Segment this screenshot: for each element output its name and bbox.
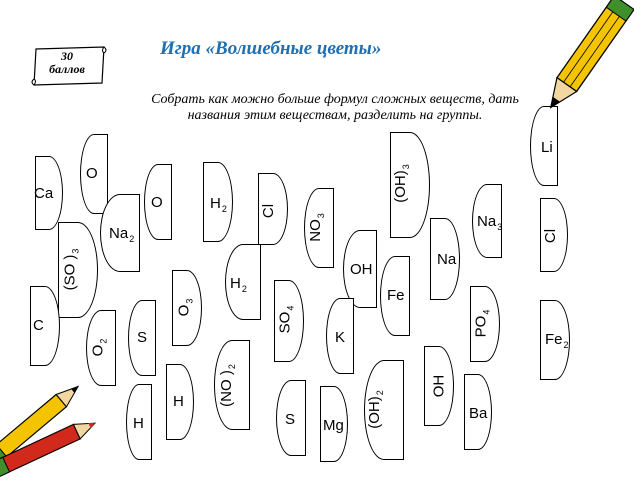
petal-card[interactable]: Na3: [472, 184, 502, 258]
petal-label: S: [137, 329, 148, 346]
scroll-icon: [31, 46, 107, 86]
petal-card[interactable]: K: [326, 298, 354, 374]
pencils-bottom-left-icon: [0, 385, 97, 478]
petal-card[interactable]: (OH)2: [364, 360, 404, 460]
petal-label: Ca: [34, 185, 54, 202]
petal-subscript: 2: [563, 340, 569, 350]
petal-label: Li: [541, 139, 553, 156]
petal-subscript: 4: [481, 309, 492, 315]
petal-label: (OH): [391, 170, 409, 203]
petal-card[interactable]: Na: [430, 218, 460, 300]
petal-label: Fe: [545, 331, 563, 348]
petal-subscript: 2: [221, 204, 227, 214]
petal-card[interactable]: PO4: [470, 286, 500, 362]
petal-card[interactable]: O3: [172, 270, 202, 346]
petal-label: SO: [276, 311, 294, 334]
petal-subscript: 4: [285, 305, 296, 311]
petal-card[interactable]: S: [128, 300, 156, 376]
petal-label: OH: [430, 374, 448, 398]
petal-subscript: 3: [400, 164, 411, 170]
petal-card[interactable]: Ba: [464, 374, 492, 450]
task-text: Собрать как можно больше формул сложных …: [151, 92, 519, 123]
petal-label: H: [173, 393, 184, 410]
petal-card[interactable]: (OH)3: [390, 132, 430, 238]
petal-card[interactable]: Mg: [320, 386, 348, 462]
pencil-top-right-icon: [549, 0, 634, 109]
petal-label: O: [175, 304, 193, 317]
petal-card[interactable]: NO3: [304, 188, 334, 268]
petal-label: OH: [350, 261, 373, 278]
petal-card[interactable]: Cl: [258, 173, 288, 245]
petal-subscript: 3: [184, 298, 195, 304]
petal-card[interactable]: Fe: [380, 256, 410, 336]
page-title: Игра «Волшебные цветы»: [160, 38, 382, 59]
petal-card[interactable]: H2: [225, 244, 261, 320]
petal-subscript: 2: [129, 234, 135, 244]
petal-subscript: 3: [70, 248, 81, 254]
petal-card[interactable]: H2: [203, 162, 233, 242]
petal-card[interactable]: Li: [530, 106, 558, 186]
petal-card[interactable]: OH: [343, 230, 377, 308]
petal-label: H: [230, 275, 241, 292]
petal-card[interactable]: O2: [86, 310, 116, 386]
petal-subscript: 2: [98, 338, 109, 344]
petal-card[interactable]: S: [276, 380, 306, 456]
petal-card[interactable]: O: [80, 134, 108, 214]
petal-label: H: [133, 415, 144, 432]
score-number: 30: [61, 49, 73, 63]
petal-label: Na: [477, 213, 497, 230]
petal-card[interactable]: Ca: [34, 156, 63, 230]
petal-card[interactable]: Fe2: [540, 300, 570, 380]
petal-label: C: [33, 317, 44, 334]
petal-subscript: 3: [315, 213, 326, 219]
petal-label: Na: [109, 225, 129, 242]
petal-label: Cl: [260, 203, 278, 219]
petal-card[interactable]: O: [144, 164, 172, 240]
petal-label: Fe: [387, 287, 405, 304]
petal-label: (OH): [365, 396, 383, 429]
petal-card[interactable]: OH: [424, 346, 454, 426]
petal-card[interactable]: Na2: [100, 194, 140, 272]
petal-label: PO: [472, 315, 490, 338]
petal-subscript: 2: [241, 284, 247, 294]
petal-label: O: [151, 194, 163, 211]
petal-subscript: 3: [497, 222, 503, 232]
petal-label: NO: [306, 219, 324, 242]
petal-subscript: 2: [374, 390, 385, 396]
petal-card[interactable]: SO4: [274, 280, 304, 362]
petal-label: O: [86, 165, 98, 182]
petal-label: Mg: [323, 417, 344, 434]
petal-card[interactable]: H: [126, 384, 152, 460]
petal-label: Ba: [469, 405, 488, 422]
score-unit: баллов: [49, 62, 85, 76]
petal-card[interactable]: (SO )3: [58, 222, 98, 318]
petal-card[interactable]: C: [30, 286, 60, 366]
petal-label: K: [335, 329, 346, 346]
petal-card[interactable]: Cl: [540, 198, 568, 272]
petal-subscript: 2: [226, 364, 237, 370]
petal-card[interactable]: H: [166, 364, 194, 440]
petal-label: Cl: [542, 228, 560, 244]
petal-label: O: [89, 344, 107, 357]
petal-label: S: [285, 411, 296, 428]
petal-label: (NO ): [217, 370, 235, 407]
petal-label: Na: [437, 251, 457, 268]
petal-label: H: [210, 195, 221, 212]
petal-card[interactable]: (NO )2: [214, 340, 250, 430]
petal-label: (SO ): [61, 254, 79, 291]
